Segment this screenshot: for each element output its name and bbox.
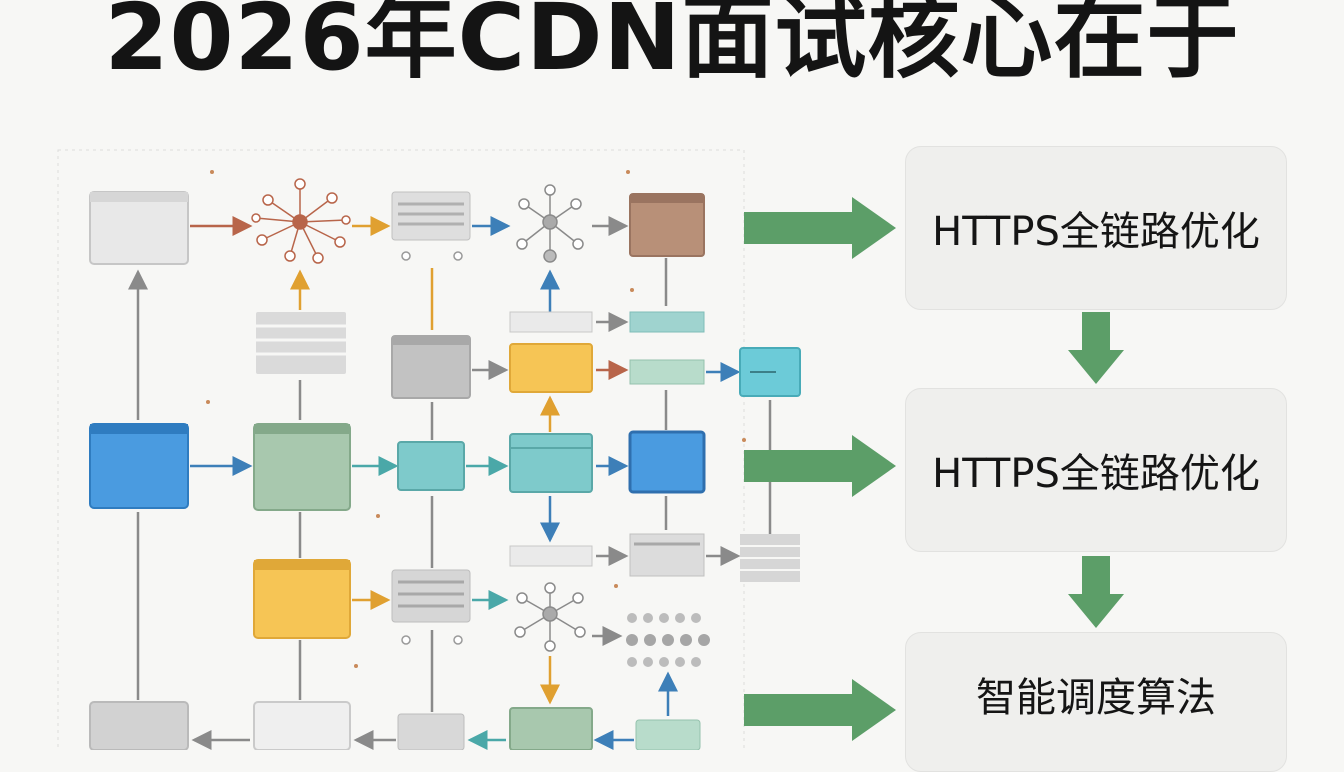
step-label: HTTPS全链路优化 — [932, 209, 1260, 255]
down-arrow-1 — [1068, 312, 1124, 384]
network-flow-diagram — [57, 149, 1124, 750]
connector-dots — [401, 251, 463, 645]
dot-grid-node — [626, 613, 710, 667]
bottom-node — [635, 719, 701, 750]
page-title: 2026年CDN面试核心在于 — [104, 0, 1240, 91]
down-arrow-2 — [1068, 556, 1124, 628]
mint-node — [629, 359, 705, 385]
yellow-window-node — [253, 559, 351, 639]
right-arrow-1 — [744, 197, 896, 259]
browser-node — [89, 191, 189, 265]
scatter-dots — [206, 170, 746, 668]
stack-node — [256, 312, 346, 374]
gray-list-node — [629, 533, 705, 577]
cyan-node — [739, 347, 801, 397]
step-box-1: HTTPS全链路优化 — [905, 146, 1287, 310]
stack-node — [740, 534, 800, 582]
hub-node — [516, 184, 584, 263]
connectors — [128, 216, 772, 750]
list-node — [391, 191, 471, 241]
edge-node — [253, 423, 351, 511]
bottom-node — [89, 701, 189, 750]
step-label: 智能调度算法 — [976, 675, 1216, 721]
teal-bar-node — [629, 311, 705, 333]
lb-node — [509, 433, 593, 493]
client-node — [89, 423, 189, 509]
origin-node — [629, 193, 705, 257]
hub-node — [251, 178, 351, 264]
bottom-node — [253, 701, 351, 750]
right-arrow-2 — [744, 435, 896, 497]
list-node — [391, 569, 471, 623]
bottom-node — [509, 707, 593, 750]
step-box-2: HTTPS全链路优化 — [905, 388, 1287, 552]
right-arrow-3 — [744, 679, 896, 741]
step-box-3: 智能调度算法 — [905, 632, 1287, 772]
bar-node — [509, 545, 593, 567]
bottom-node — [397, 713, 465, 750]
bar-node — [509, 311, 593, 333]
step-label: HTTPS全链路优化 — [932, 451, 1260, 497]
gray-window-node — [391, 335, 471, 399]
hub-node — [514, 582, 586, 652]
node-boxes — [89, 191, 801, 750]
diagram-frame — [57, 149, 745, 750]
green-arrows — [744, 197, 1124, 741]
teal-node — [397, 441, 465, 491]
cache-node — [628, 430, 706, 494]
yellow-node — [509, 343, 593, 393]
